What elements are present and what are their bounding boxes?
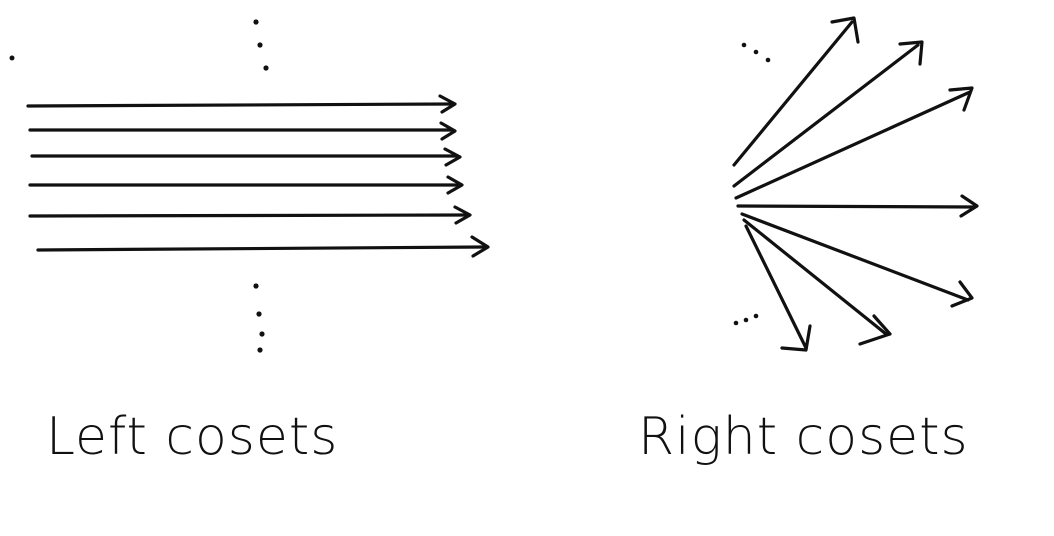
right-cosets-caption: Right cosets	[638, 407, 969, 467]
right-arrow-2	[732, 40, 924, 188]
right-arrow-5	[740, 212, 974, 308]
right-arrow-1	[732, 16, 860, 167]
right-cosets-group	[732, 16, 979, 352]
left-cosets-caption: Left cosets	[46, 407, 338, 467]
right-ellipsis-top	[741, 42, 771, 63]
right-arrow-3	[734, 86, 974, 200]
right-arrow-7	[744, 224, 812, 352]
left-arrow-5	[28, 205, 472, 225]
left-ellipsis-bottom	[253, 283, 265, 353]
left-ellipsis-top	[253, 19, 269, 71]
right-ellipsis-bottom	[733, 313, 759, 326]
left-arrow-2	[28, 121, 457, 141]
left-arrow-4	[28, 175, 464, 195]
stray-dot	[9, 55, 15, 61]
left-arrow-1	[26, 94, 457, 114]
left-arrow-6	[36, 235, 490, 258]
right-arrow-6	[742, 218, 892, 346]
left-cosets-group	[9, 19, 490, 353]
left-arrow-3	[30, 147, 462, 167]
right-arrow-4	[736, 194, 979, 218]
